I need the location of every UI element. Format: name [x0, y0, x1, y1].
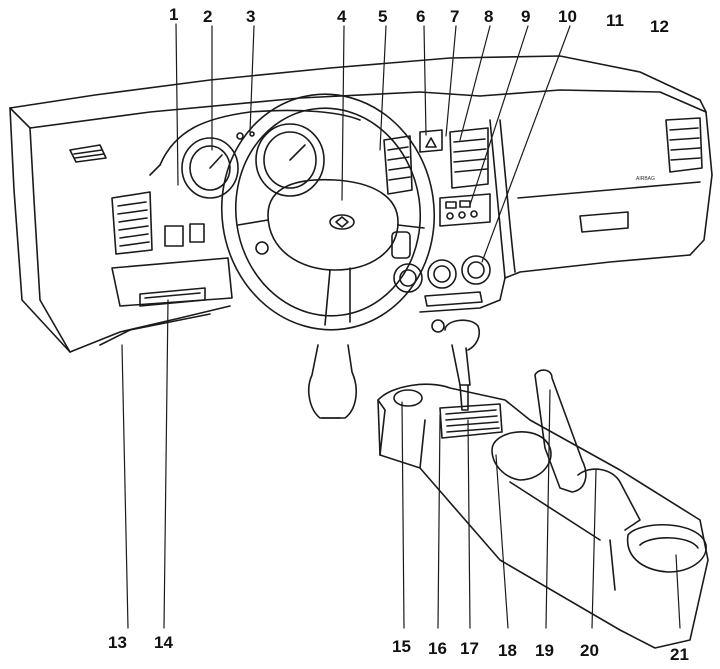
label-13: 13: [108, 633, 127, 652]
label-12: 12: [650, 17, 669, 36]
label-1: 1: [169, 5, 179, 24]
airbag-mark: AIRBAG: [636, 176, 655, 182]
label-11: 11: [606, 11, 624, 30]
label-21: 21: [670, 645, 689, 664]
steering-wheel: [220, 93, 436, 331]
glovebox: [517, 181, 701, 233]
left-air-vent: [111, 191, 153, 255]
label-19: 19: [535, 641, 554, 660]
label-6: 6: [416, 7, 426, 26]
label-4: 4: [337, 7, 347, 26]
label-8: 8: [484, 7, 494, 26]
label-20: 20: [580, 641, 599, 660]
label-5: 5: [378, 7, 388, 26]
right-air-vent: [665, 117, 703, 173]
floor-console: [377, 369, 709, 649]
label-14: 14: [154, 633, 173, 652]
label-10: 10: [558, 7, 577, 26]
gear-shift-lever: [431, 319, 481, 411]
label-7: 7: [450, 7, 460, 26]
steering-column: [308, 344, 357, 419]
leader-lines: [121, 23, 681, 629]
instrument-cluster: [181, 123, 325, 199]
label-16: 16: [428, 639, 447, 658]
label-17: 17: [460, 639, 479, 658]
label-9: 9: [521, 7, 531, 26]
storage-compartment: [111, 257, 233, 307]
center-console-stack: [383, 127, 491, 307]
label-18: 18: [498, 641, 517, 660]
light-switch-panel: [164, 223, 205, 247]
label-15: 15: [392, 637, 411, 656]
label-2: 2: [203, 7, 213, 26]
label-3: 3: [246, 7, 256, 26]
